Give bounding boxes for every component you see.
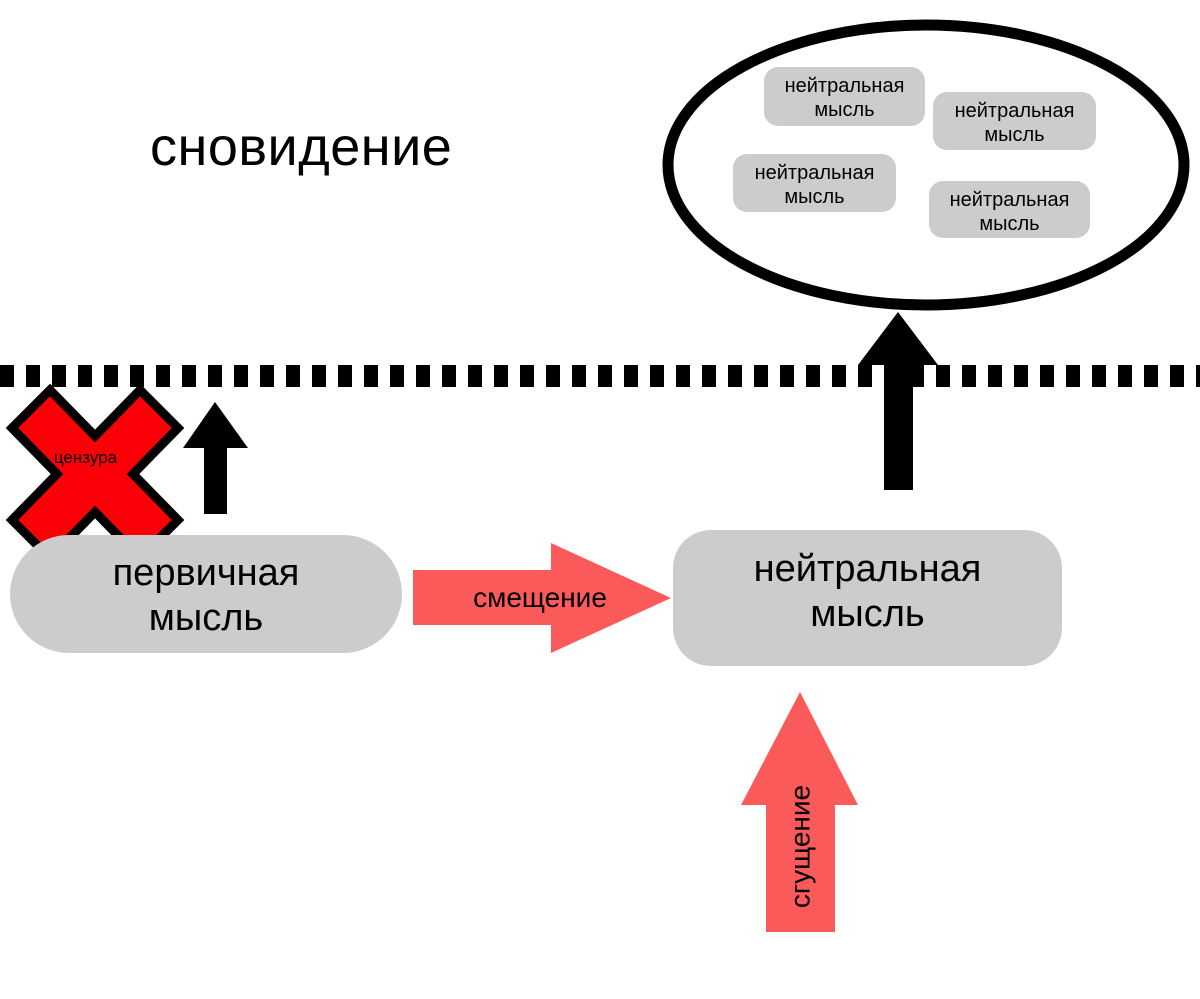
dream-thought-label: нейтральная мысль [784,75,905,121]
dream-thought-pill-1 [933,92,1096,150]
dream-thought-label: нейтральная мысль [949,189,1070,235]
blocked-upward-arrow [183,402,248,514]
displacement-arrow-label: смещение [473,582,607,613]
dream-thought-label: нейтральная мысль [954,100,1075,146]
censor-x-icon [5,383,185,565]
dream-upward-arrow [858,312,938,490]
primary-thought-pill [10,535,402,653]
dream-thought-pill-0 [764,67,925,126]
dream-thought-pill-2 [733,154,896,212]
dream-thought-pill-3 [929,181,1090,238]
neutral-thought-pill [673,530,1062,666]
displacement-arrow [413,543,671,653]
primary-thought-label: первичная мысль [112,552,300,639]
neutral-thought-label: нейтральная мысль [753,548,982,635]
page-title: сновидение [150,117,453,177]
censor-label: цензура [53,448,118,467]
dream-thought-label: нейтральная мысль [754,162,875,208]
condensation-arrow [741,692,858,932]
condensation-arrow-label: сгущение [784,784,816,909]
